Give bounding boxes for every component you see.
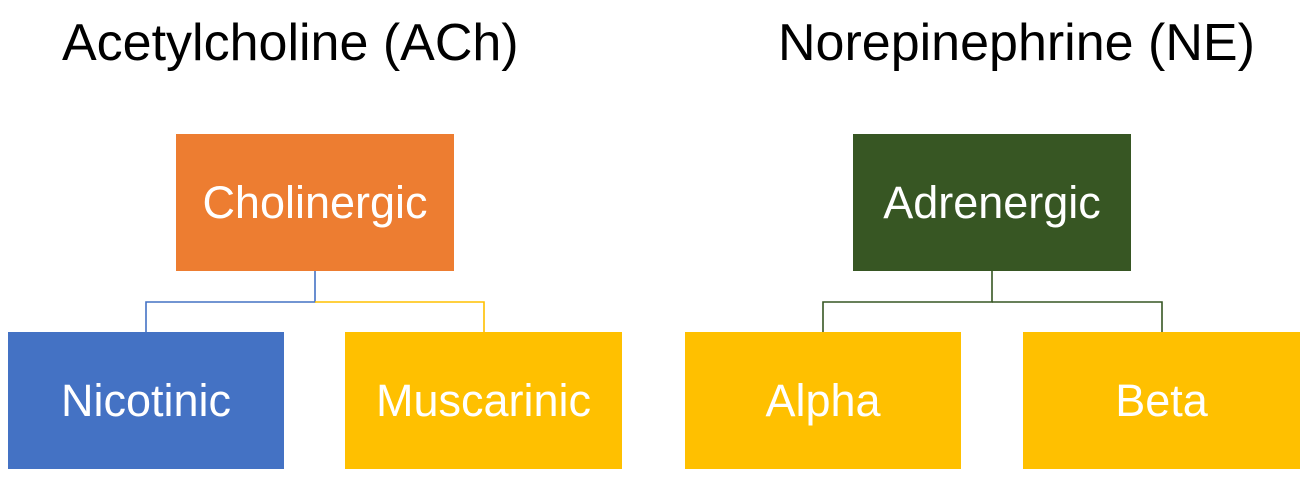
connector-cholinergic-nicotinic — [145, 271, 316, 332]
heading-norepinephrine: Norepinephrine (NE) — [778, 14, 1255, 72]
adrenergic-node: Adrenergic — [853, 134, 1131, 271]
muscarinic-node: Muscarinic — [345, 332, 622, 469]
heading-acetylcholine: Acetylcholine (ACh) — [62, 14, 519, 72]
nicotinic-label: Nicotinic — [60, 374, 232, 426]
muscarinic-label: Muscarinic — [375, 374, 592, 426]
alpha-label: Alpha — [765, 374, 881, 426]
cholinergic-node: Cholinergic — [176, 134, 454, 271]
beta-label: Beta — [1115, 374, 1208, 426]
connector-adrenergic-alpha — [822, 271, 993, 332]
nicotinic-node: Nicotinic — [8, 332, 284, 469]
alpha-node: Alpha — [685, 332, 961, 469]
connector-adrenergic-beta — [992, 301, 1163, 332]
connector-cholinergic-muscarinic — [315, 301, 485, 332]
beta-node: Beta — [1023, 332, 1300, 469]
cholinergic-label: Cholinergic — [202, 176, 428, 228]
adrenergic-label: Adrenergic — [883, 176, 1101, 228]
